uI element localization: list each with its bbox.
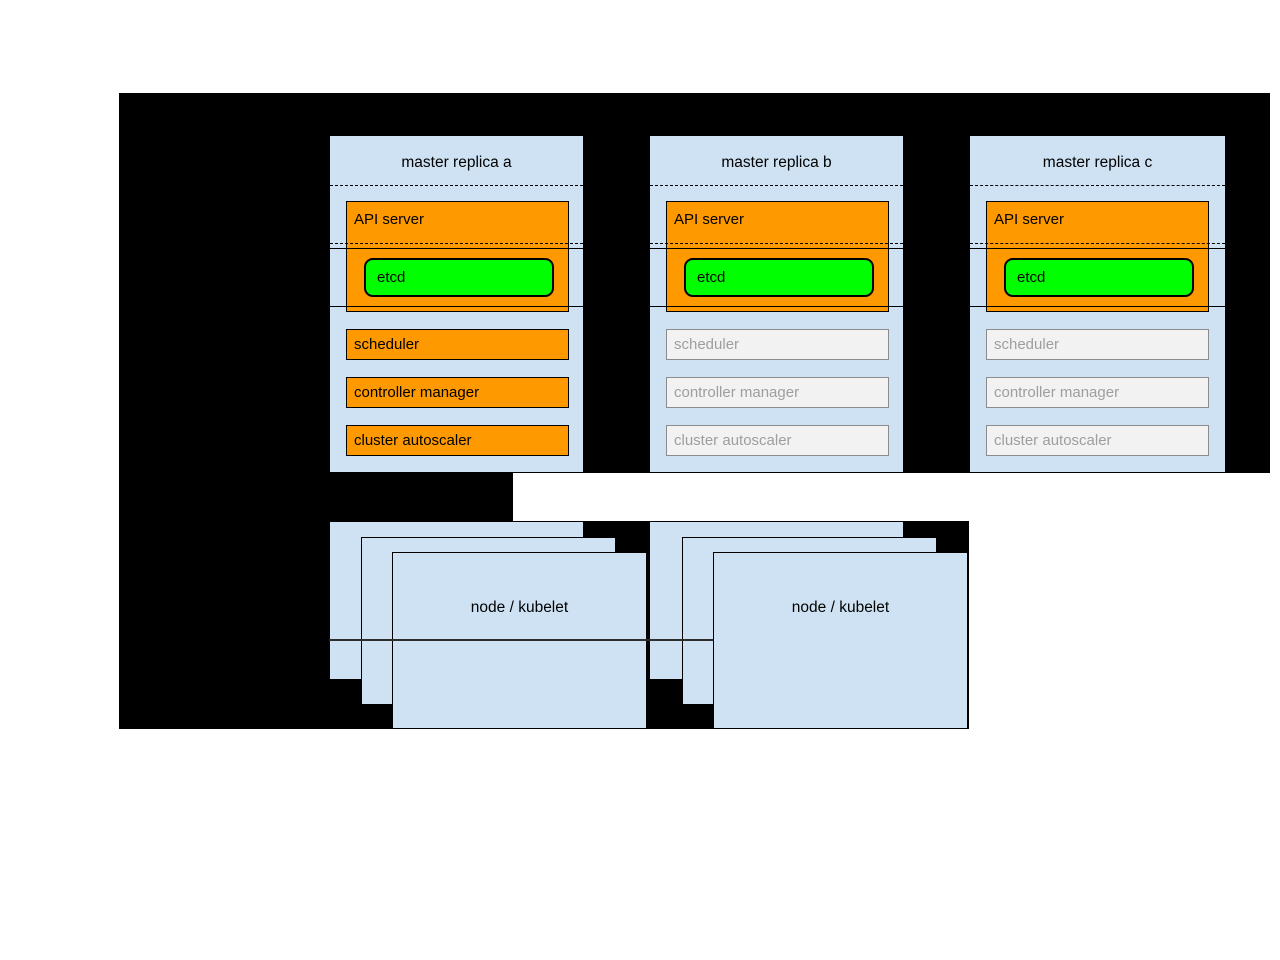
api-server-label: API server (674, 211, 745, 228)
scheduler-box: scheduler (346, 329, 569, 360)
dashed-separator (970, 243, 1225, 244)
master-replica-b-box: master replica b API server etcd schedul… (649, 135, 904, 473)
solid-separator (650, 306, 903, 307)
solid-separator (330, 306, 583, 307)
etcd-box: etcd (684, 258, 874, 297)
cluster-autoscaler-box: cluster autoscaler (666, 425, 889, 456)
replica-title: master replica c (1042, 154, 1153, 171)
api-server-box: API server etcd (346, 201, 569, 312)
replica-title: master replica b (721, 154, 832, 171)
master-replica-c-box: master replica c API server etcd schedul… (969, 135, 1226, 473)
solid-separator (650, 248, 903, 249)
solid-separator (970, 306, 1225, 307)
api-server-box: API server etcd (666, 201, 889, 312)
dashed-separator (330, 243, 583, 244)
replica-title: master replica a (401, 154, 512, 171)
dashed-separator (650, 185, 903, 186)
controller-manager-box: controller manager (986, 377, 1209, 408)
api-server-box: API server etcd (986, 201, 1209, 312)
controller-manager-box: controller manager (666, 377, 889, 408)
solid-separator (970, 248, 1225, 249)
backdrop-left-black (119, 473, 513, 521)
cluster-autoscaler-box: cluster autoscaler (346, 425, 569, 456)
controller-manager-box: controller manager (346, 377, 569, 408)
etcd-box: etcd (1004, 258, 1194, 297)
api-server-label: API server (994, 211, 1065, 228)
etcd-box: etcd (364, 258, 554, 297)
dashed-separator (330, 185, 583, 186)
node-kubelet-label: node / kubelet (470, 599, 569, 616)
scheduler-box: scheduler (666, 329, 889, 360)
dashed-separator (650, 243, 903, 244)
scheduler-box: scheduler (986, 329, 1209, 360)
api-server-label: API server (354, 211, 425, 228)
dashed-separator (970, 185, 1225, 186)
node-divider-line (329, 639, 713, 641)
cluster-autoscaler-box: cluster autoscaler (986, 425, 1209, 456)
node-front-box: node / kubelet (713, 552, 968, 729)
master-replica-a-box: master replica a API server etcd schedul… (329, 135, 584, 473)
solid-separator (330, 248, 583, 249)
node-kubelet-label: node / kubelet (791, 599, 890, 616)
